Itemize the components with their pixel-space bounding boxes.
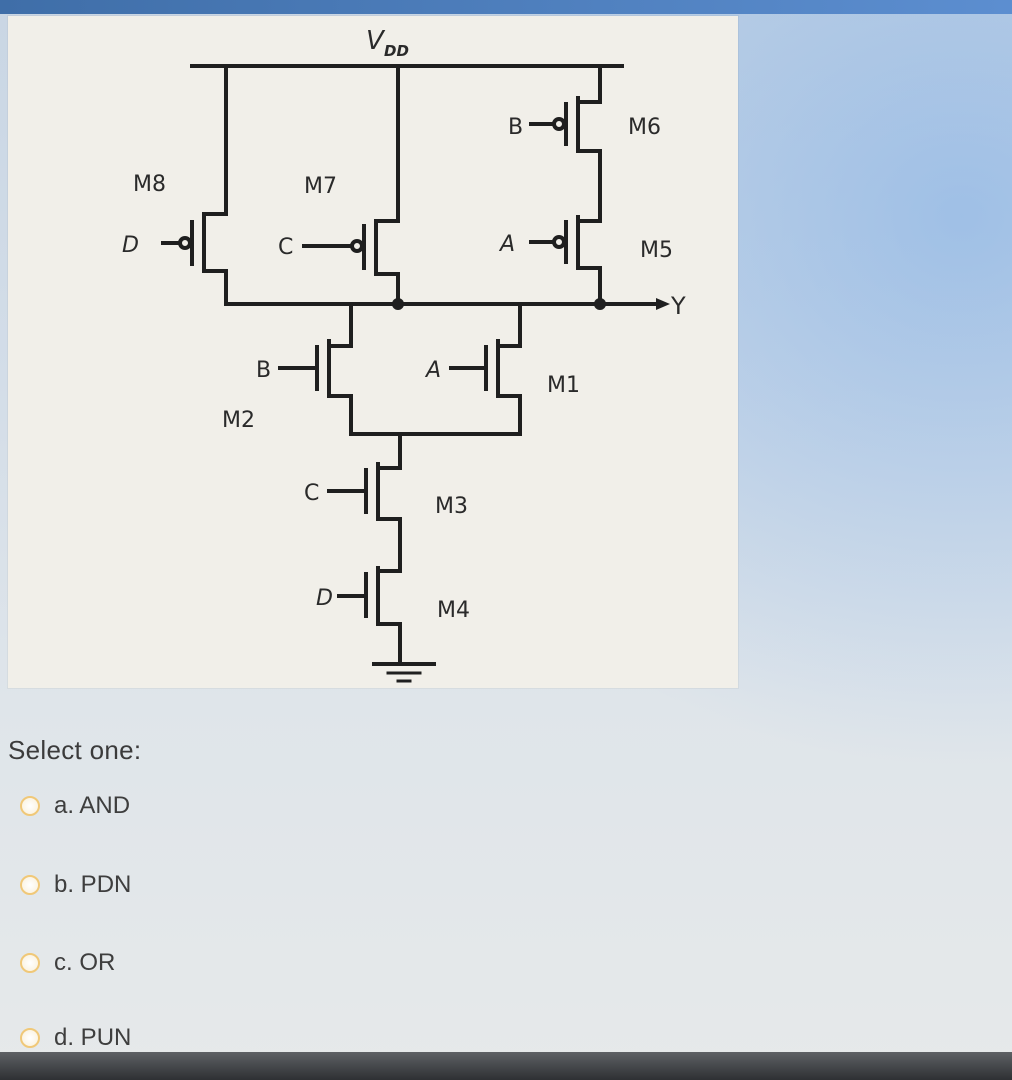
m5-bubble — [552, 235, 566, 249]
m2-name: M2 — [222, 408, 255, 433]
ground-symbol — [372, 662, 436, 683]
m6-bubble — [552, 117, 566, 131]
m8-name: M8 — [133, 172, 166, 197]
transistor-m3 — [327, 432, 402, 573]
m6-gate-label: B — [508, 115, 523, 140]
circuit-figure: V DD Y M8 D M7 C M6 B M5 A M2 B M1 A M3 … — [8, 16, 738, 688]
m7-gate-label: C — [278, 235, 293, 260]
option-d-pun[interactable]: d. PUN — [20, 1024, 131, 1052]
option-a-and[interactable]: a. AND — [20, 792, 130, 820]
option-label: d. PUN — [54, 1024, 132, 1051]
transistor-m7 — [302, 64, 400, 306]
m1-name: M1 — [547, 373, 580, 398]
select-one-prompt: Select one: — [8, 735, 142, 765]
option-label: c. OR — [54, 949, 116, 976]
top-bar — [0, 0, 1012, 14]
transistor-m6 — [529, 64, 602, 203]
m8-gate-label: D — [122, 233, 139, 258]
option-b-pdn[interactable]: b. PDN — [20, 871, 131, 899]
m3-name: M3 — [435, 494, 468, 519]
radio-button-icon[interactable] — [20, 875, 40, 895]
m8-bubble — [178, 236, 192, 250]
m7-bubble — [350, 239, 364, 253]
transistor-m4 — [337, 566, 402, 666]
junction-dot-m7 — [392, 298, 404, 310]
radio-button-icon[interactable] — [20, 1028, 40, 1048]
transistor-m1 — [449, 302, 522, 436]
m1-gate-label: A — [424, 358, 441, 383]
option-label: a. AND — [54, 792, 131, 819]
circuit-diagram: V DD Y M8 D M7 C M6 B M5 A M2 B M1 A M3 … — [122, 26, 686, 683]
vdd-label: V — [366, 26, 386, 56]
output-y-label: Y — [670, 292, 686, 320]
m5-name: M5 — [640, 238, 673, 263]
option-c-or[interactable]: c. OR — [20, 949, 115, 977]
m7-name: M7 — [304, 174, 337, 199]
m3-gate-label: C — [304, 481, 319, 506]
quiz-question: Select one: — [8, 735, 608, 766]
transistor-m8 — [161, 64, 228, 306]
output-arrow — [656, 298, 670, 310]
radio-button-icon[interactable] — [20, 796, 40, 816]
transistor-m5 — [529, 199, 602, 306]
m4-name: M4 — [437, 598, 470, 623]
m5-gate-label: A — [498, 232, 515, 257]
vdd-subscript: DD — [384, 42, 409, 60]
m4-gate-label: D — [316, 586, 333, 611]
option-label: b. PDN — [54, 871, 132, 898]
transistor-m2 — [278, 302, 353, 436]
m6-name: M6 — [628, 115, 661, 140]
junction-dot-m5 — [594, 298, 606, 310]
bottom-bezel — [0, 1052, 1012, 1080]
radio-button-icon[interactable] — [20, 953, 40, 973]
m2-gate-label: B — [256, 358, 271, 383]
